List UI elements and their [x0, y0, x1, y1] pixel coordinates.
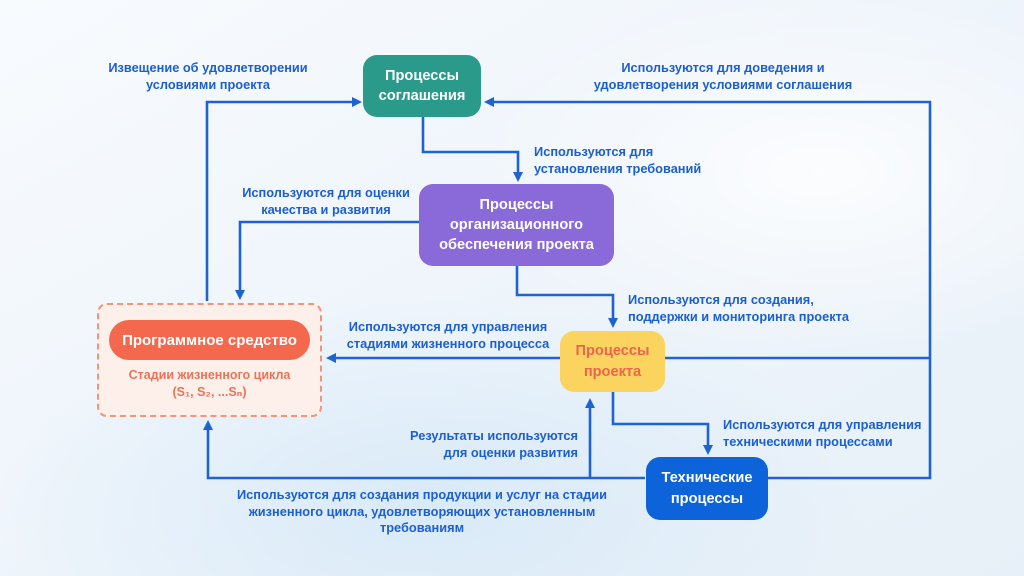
node-agreement-processes: Процессы соглашения	[363, 55, 481, 117]
connector-technical-to-agreement	[484, 97, 932, 480]
connector-software-to-agreement	[205, 97, 362, 301]
edge-label-manage-stages: Используются для управления стадиями жиз…	[346, 319, 550, 351]
connector-agreement-to-org	[421, 117, 523, 182]
node-organizational-support-processes: Процессы организационного обеспечения пр…	[419, 184, 614, 266]
connector-project-to-technical	[611, 392, 713, 455]
edge-label-manage-technical: Используются для управления техническими…	[723, 417, 922, 449]
lifecycle-stages-formula: (S₁, S₂, ...Sₙ)	[172, 385, 247, 399]
connector-technical-to-software	[203, 420, 645, 480]
lifecycle-stages-caption: Стадии жизненного цикла	[128, 368, 291, 382]
node-project-processes: Процессы проекта	[560, 331, 665, 392]
edge-label-establish-requirements: Используются для установления требований	[534, 144, 702, 176]
edge-label-results-evaluation: Результаты используются для оценки разви…	[410, 428, 578, 460]
software-product-panel: Программное средство Стадии жизненного ц…	[97, 303, 322, 417]
connector-org-to-project	[515, 266, 618, 328]
connector-org-to-software	[235, 220, 419, 300]
edge-label-create-support-monitor: Используются для создания, поддержки и м…	[628, 292, 850, 324]
edge-label-to-agreement: Используются для доведения и удовлетворе…	[593, 60, 853, 92]
software-product-pill: Программное средство	[109, 320, 310, 360]
edge-label-create-products: Используются для создания продукции и ус…	[236, 487, 608, 536]
edge-label-notice: Извещение об удовлетворении условиями пр…	[108, 60, 308, 92]
node-technical-processes: Технические процессы	[646, 457, 768, 520]
edge-label-quality-assessment: Используются для оценки качества и разви…	[242, 185, 410, 217]
